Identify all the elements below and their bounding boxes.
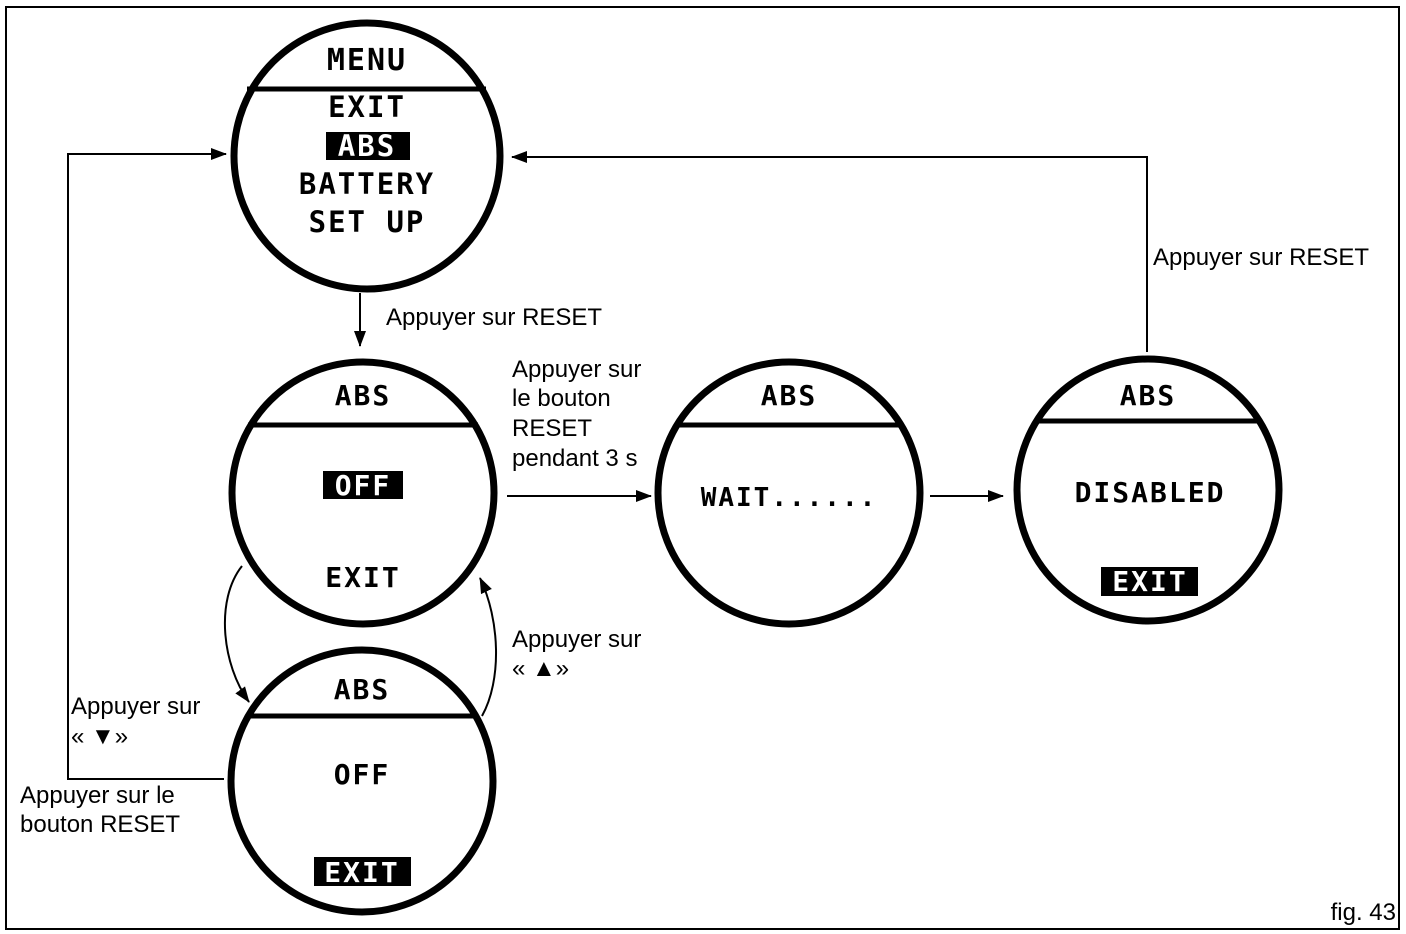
screen-abs-exit-header: ABS [334, 673, 391, 706]
screen-abs-off-highlight [323, 471, 403, 499]
figure-frame [5, 6, 1400, 930]
screen-abs-disabled: ABS DISABLED EXIT [1013, 355, 1283, 625]
screen-menu-header: MENU [327, 43, 407, 78]
screen-abs-off-value: OFF [335, 469, 392, 502]
screen-abs-exit-exit: EXIT [324, 856, 399, 889]
label-reset-from-disabled: Appuyer sur RESET [1153, 244, 1369, 271]
screen-abs-disabled-value: DISABLED [1075, 476, 1226, 509]
label-hold-reset-line-3: RESET [512, 415, 592, 442]
label-press-down-line-1: Appuyer sur [71, 693, 200, 720]
label-press-down-line-2: « ▼» [71, 723, 128, 750]
screen-menu-item-abs: ABS [338, 129, 396, 163]
screen-abs-off-header: ABS [335, 379, 392, 412]
screen-abs-disabled-header: ABS [1120, 379, 1177, 412]
label-hold-reset-line-4: pendant 3 s [512, 445, 637, 472]
label-reset-from-menu: Appuyer sur RESET [386, 304, 602, 331]
screen-abs-off-exit: EXIT [325, 561, 400, 594]
screen-menu-item-setup: SET UP [309, 205, 426, 239]
screen-menu-item-exit: EXIT [328, 90, 406, 124]
screen-abs-wait: ABS WAIT...... [654, 358, 924, 628]
screen-abs-disabled-highlight [1101, 567, 1198, 596]
arrow-disabled-to-menu [511, 151, 1148, 352]
figure-number: fig. 43 [1331, 899, 1396, 926]
screen-menu: MENU EXIT ABS BATTERY SET UP [230, 19, 504, 293]
screen-menu-item-battery: BATTERY [299, 167, 435, 201]
screen-abs-off-selected: ABS OFF EXIT [228, 358, 498, 628]
label-press-up-line-1: Appuyer sur [512, 626, 641, 653]
connectors [67, 148, 1148, 780]
label-reset-from-exit-line-2: bouton RESET [20, 811, 180, 838]
label-press-up-line-2: « ▲» [512, 655, 569, 682]
screen-abs-exit-selected: ABS OFF EXIT [227, 646, 497, 916]
label-reset-from-exit-line-1: Appuyer sur le [20, 782, 175, 809]
label-hold-reset-line-2: le bouton [512, 385, 611, 412]
screen-menu-highlight [326, 132, 410, 160]
arrow-up-curve [479, 577, 498, 717]
screen-abs-exit-value: OFF [334, 758, 391, 791]
screen-abs-disabled-bezel [1013, 355, 1283, 625]
screen-abs-wait-value: WAIT...... [701, 483, 878, 513]
arrow-exit-to-menu [67, 148, 227, 780]
screen-abs-wait-header: ABS [761, 379, 818, 412]
arrow-down-curve [223, 565, 250, 703]
screen-abs-disabled-exit: EXIT [1112, 565, 1187, 598]
screen-abs-exit-highlight [314, 857, 411, 886]
label-hold-reset-line-1: Appuyer sur [512, 356, 641, 383]
